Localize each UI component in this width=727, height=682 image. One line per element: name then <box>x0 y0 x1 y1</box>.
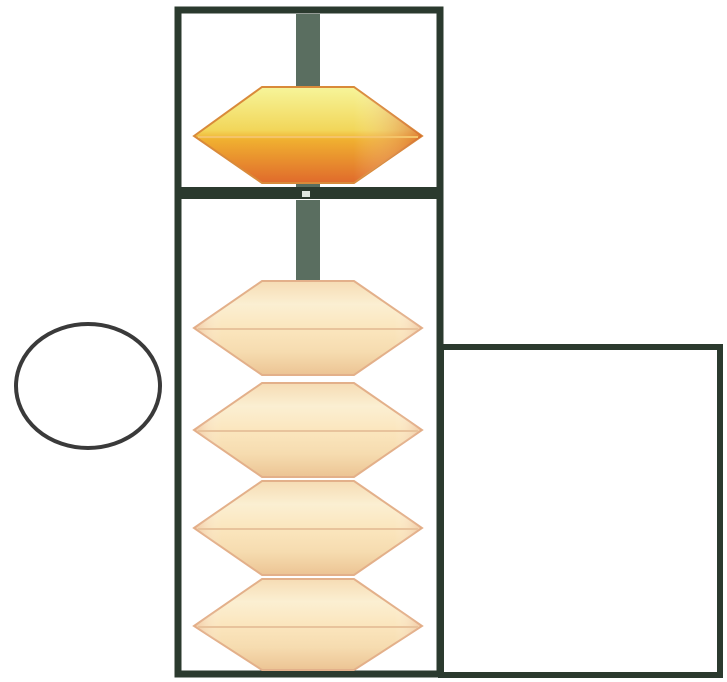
lower-bead <box>194 481 422 575</box>
lower-bead <box>194 579 422 670</box>
answer-box[interactable] <box>441 347 720 675</box>
beam-dot <box>302 191 310 197</box>
lower-bead <box>194 281 422 375</box>
lower-rod <box>296 200 320 290</box>
upper-bead <box>194 87 422 183</box>
answer-circle[interactable] <box>16 324 160 448</box>
lower-bead <box>194 383 422 477</box>
